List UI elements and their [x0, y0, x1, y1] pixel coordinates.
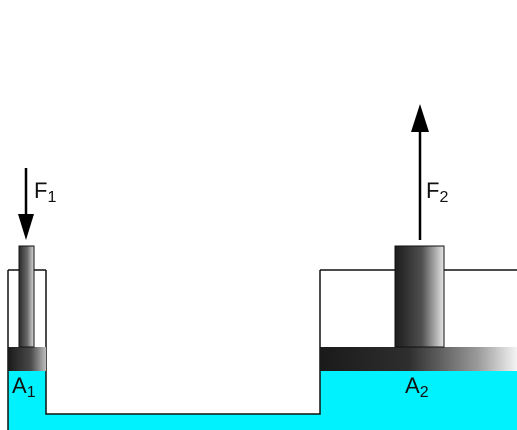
large-piston-rod: [394, 245, 445, 348]
area-label-small-sub: 1: [27, 384, 36, 401]
force-label-small-main: F: [34, 178, 47, 203]
area-label-small: A1: [12, 373, 36, 401]
force-arrow-up: [411, 104, 429, 240]
area-label-large: A2: [405, 373, 429, 401]
force-label-large-main: F: [426, 178, 439, 203]
small-piston-plate: [8, 347, 46, 371]
small-piston-rod: [18, 245, 35, 348]
force-label-large: F2: [426, 178, 448, 206]
force-label-small-sub: 1: [47, 189, 56, 206]
force-arrow-down: [18, 168, 34, 240]
force-label-large-sub: 2: [439, 189, 448, 206]
area-label-small-main: A: [12, 373, 27, 398]
force-label-small: F1: [34, 178, 56, 206]
large-piston-plate: [320, 347, 517, 371]
hydraulic-fluid: [8, 371, 517, 430]
area-label-large-sub: 2: [420, 384, 429, 401]
area-label-large-main: A: [405, 373, 420, 398]
